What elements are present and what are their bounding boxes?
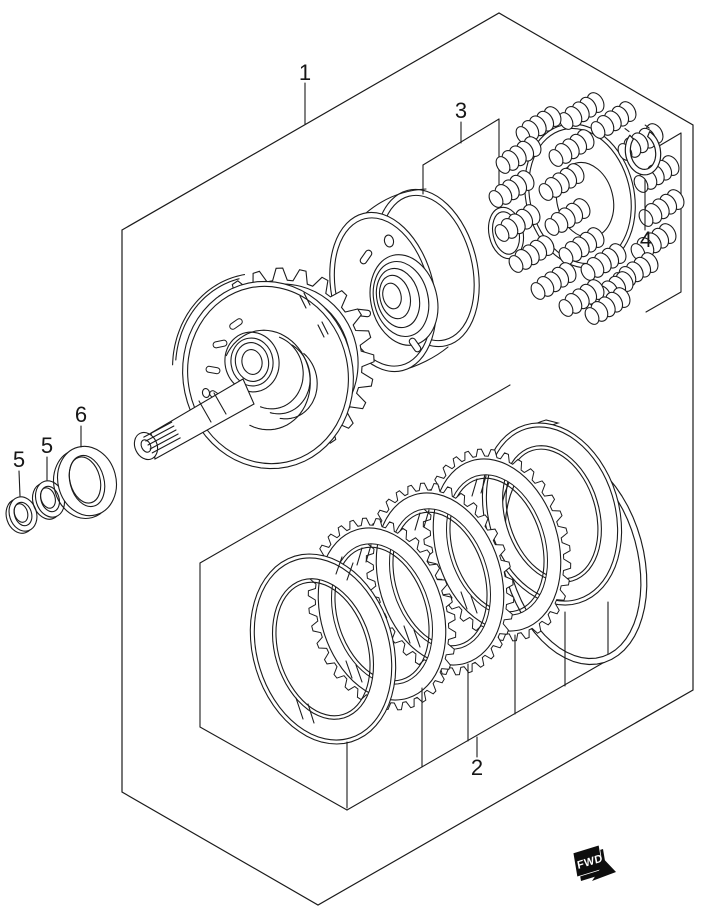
snap-ring <box>624 124 662 176</box>
sub-assembly-box-right <box>645 132 682 313</box>
fwd-direction-marker: FWD <box>572 844 616 881</box>
callout-6: 6 <box>75 402 87 427</box>
thrust-washers <box>5 445 117 534</box>
callout-3: 3 <box>455 98 467 123</box>
assembly-outline-box <box>121 12 694 906</box>
callout-4: 4 <box>640 227 652 252</box>
fwd-arrowhead-icon <box>592 853 616 881</box>
clutch-spring-set <box>488 92 685 325</box>
callout-2: 2 <box>471 755 483 780</box>
callout-leader-lines <box>18 82 646 809</box>
callout-5a: 5 <box>13 447 25 472</box>
clutch-basket-and-shaft <box>133 267 375 470</box>
callout-5b: 5 <box>41 433 53 458</box>
callout-1: 1 <box>299 60 311 85</box>
clutch-plate-stack <box>249 419 648 745</box>
